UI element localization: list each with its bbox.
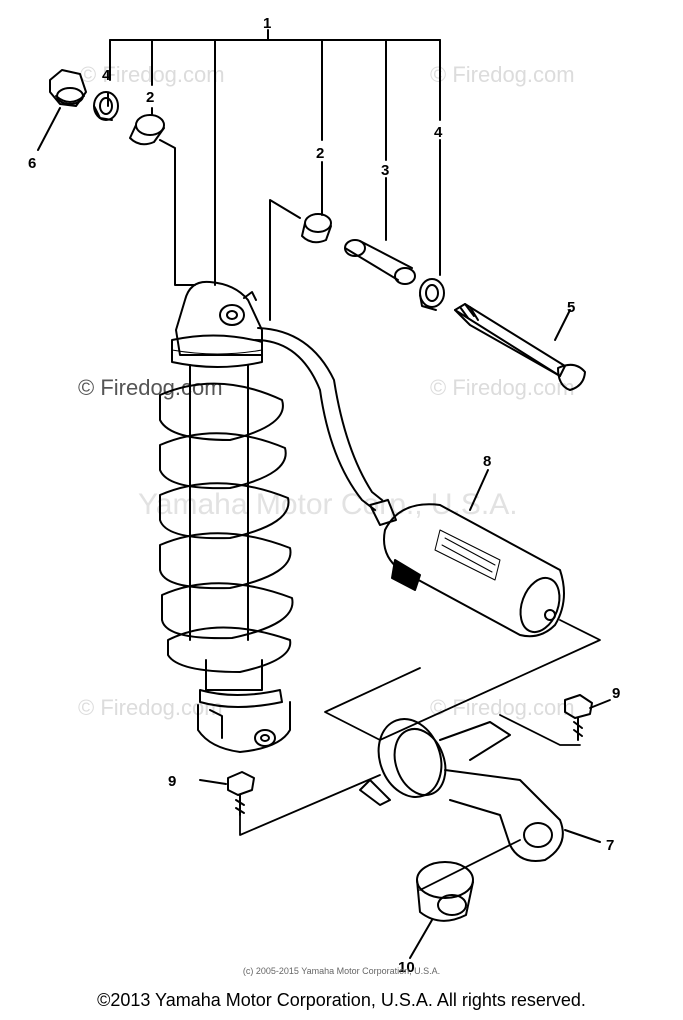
leader-lines-assembly <box>37 29 571 341</box>
callout-damper: 10 <box>398 959 415 976</box>
collar-part-left <box>129 114 165 146</box>
bracket-part <box>359 718 601 862</box>
callout-bolt-right: 9 <box>612 685 620 702</box>
reservoir-hose <box>254 327 383 511</box>
callout-collar-right: 2 <box>316 145 324 162</box>
nut-part <box>49 69 87 107</box>
bolt-part-right <box>564 694 593 741</box>
callout-bracket: 7 <box>606 837 614 854</box>
callout-bolt: 5 <box>567 299 575 316</box>
leader-lines-bracket <box>239 619 611 891</box>
callout-bolt-left: 9 <box>168 773 176 790</box>
callout-collar-left: 2 <box>146 89 154 106</box>
watermark-yamaha: Yamaha Motor Corp., U.S.A. <box>138 488 518 521</box>
footer-copyright: ©2013 Yamaha Motor Corporation, U.S.A. A… <box>97 990 586 1010</box>
washer-part-left <box>93 91 119 121</box>
callout-reservoir: 8 <box>483 453 491 470</box>
callout-bushing: 3 <box>381 162 389 179</box>
bolt-part-left <box>199 771 255 816</box>
callout-nut: 6 <box>28 155 36 172</box>
watermark-firedog-3: © Firedog.com <box>78 375 223 400</box>
watermark-firedog-2: © Firedog.com <box>430 62 575 87</box>
credit-line: (c) 2005-2015 Yamaha Motor Corporation, … <box>242 966 441 976</box>
shock-absorber <box>159 280 294 753</box>
damper-part <box>409 861 474 959</box>
reservoir-part <box>369 469 565 638</box>
bolt-part <box>454 303 586 391</box>
washer-part-right <box>419 278 445 311</box>
callout-assembly: 1 <box>263 15 271 32</box>
collar-part-right <box>301 213 332 244</box>
callout-washer-right: 4 <box>434 124 443 141</box>
callout-washer-left: 4 <box>102 67 111 84</box>
bushing-part <box>344 239 416 285</box>
watermark-firedog-4: © Firedog.com <box>430 375 575 400</box>
